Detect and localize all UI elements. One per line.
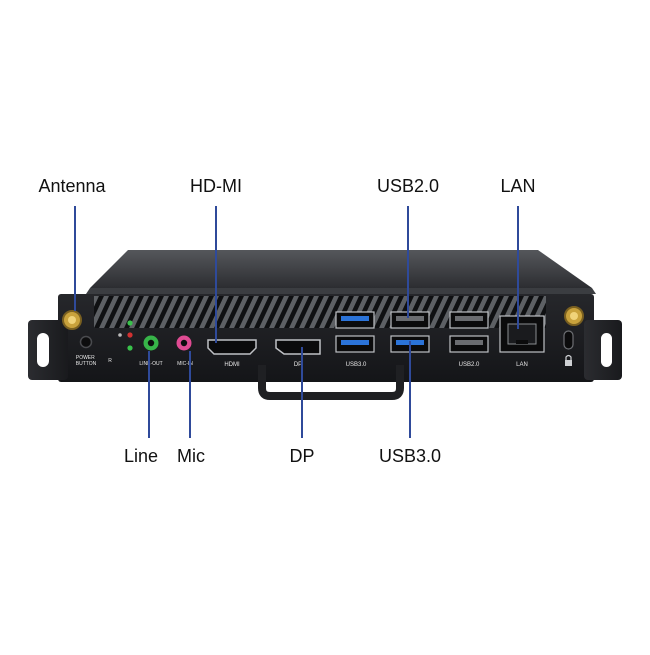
led-indicator-icon <box>127 332 133 338</box>
line-out-label: LINE-OUT <box>139 361 162 367</box>
hdmi-port-icon <box>207 339 257 355</box>
callout-labels: Antenna HD-MI USB2.0 LAN Line Mic DP USB… <box>38 176 535 466</box>
led-indicator-icon <box>127 345 133 351</box>
power-button-label: POWER BUTTON <box>76 355 97 367</box>
callout-line: Line <box>124 446 158 466</box>
displayport-port[interactable] <box>275 339 321 355</box>
left-mounting-ear <box>28 320 68 380</box>
dp-label: DP <box>294 362 302 368</box>
mic-in-jack[interactable] <box>176 335 192 351</box>
lock-icon <box>565 360 572 366</box>
usb3-label: USB3.0 <box>346 362 367 368</box>
mixed-usb-port-stack <box>390 311 430 353</box>
power-button-icon <box>79 335 93 349</box>
mic-in-label: MIC-IN <box>177 361 193 367</box>
led-label: R <box>108 358 112 364</box>
leader-lines <box>74 206 519 438</box>
callout-lan: LAN <box>500 176 535 196</box>
hdmi-label: HDMI <box>224 362 240 368</box>
power-button[interactable] <box>79 335 93 349</box>
antenna-connector-right[interactable] <box>564 306 584 326</box>
line-out-jack[interactable] <box>143 335 159 351</box>
callout-usb3: USB3.0 <box>379 446 441 466</box>
lan-label: LAN <box>516 362 528 368</box>
hdmi-port[interactable] <box>207 339 257 355</box>
chassis-top-surface <box>90 250 592 288</box>
pull-handle[interactable] <box>258 365 404 400</box>
callout-mic: Mic <box>177 446 205 466</box>
callout-usb2: USB2.0 <box>377 176 439 196</box>
displayport-icon <box>275 339 321 355</box>
led-indicator-icon <box>127 320 133 326</box>
antenna-connector-left[interactable] <box>62 310 82 330</box>
chassis-top-edge <box>86 288 596 294</box>
usb2-port-stack <box>449 311 489 353</box>
usb2-label: USB2.0 <box>459 362 480 368</box>
right-mounting-ear <box>584 320 622 380</box>
usb3-port-stack <box>335 311 375 353</box>
lock-slot[interactable] <box>563 330 574 366</box>
lan-port[interactable] <box>499 315 545 353</box>
callout-antenna: Antenna <box>38 176 106 196</box>
callout-dp: DP <box>289 446 314 466</box>
mini-pc-chassis: POWER BUTTON R LINE-OUT MIC-IN <box>28 250 622 400</box>
callout-hdmi: HD-MI <box>190 176 242 196</box>
led-indicator-icon <box>118 333 122 337</box>
